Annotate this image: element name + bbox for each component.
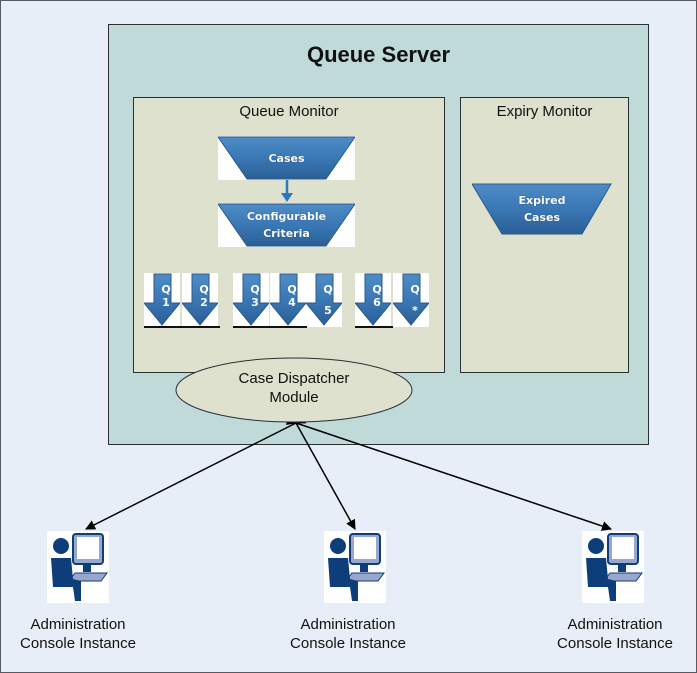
expired-cases-funnel: Expired Cases (472, 183, 612, 235)
dispatcher-label-line2: Module (269, 389, 319, 406)
queue-arrow-any: Q* (393, 273, 429, 327)
down-arrow-icon (270, 273, 306, 326)
console-label-line1: Administration (300, 616, 396, 633)
workstation-glyph (586, 533, 643, 601)
criteria-funnel: Configurable Criteria (218, 203, 355, 247)
queue-id: 2 (200, 296, 208, 309)
console-label-line2: Console Instance (290, 635, 406, 652)
down-arrow-icon (233, 273, 269, 326)
queue-baseline (355, 326, 393, 328)
queue-id: 3 (251, 296, 259, 309)
down-arrow-icon (144, 273, 180, 326)
dispatcher-label: Case Dispatcher Module (175, 369, 413, 407)
down-arrow-icon (182, 273, 218, 326)
queue-id: 5 (324, 304, 332, 317)
dispatcher-ellipse (175, 357, 413, 423)
console-label-line1: Administration (30, 616, 126, 633)
queue-letter: Q (199, 283, 209, 296)
console-label-line2: Console Instance (557, 635, 673, 652)
flow-arrow (281, 180, 293, 202)
queue-baseline (233, 326, 307, 328)
admin-workstation-icon (47, 531, 109, 603)
console-label: Administration Console Instance (8, 615, 148, 653)
connector-console-1 (85, 414, 307, 530)
console-label-line1: Administration (567, 616, 663, 633)
queue-letter: Q (161, 283, 171, 296)
admin-workstation-icon (324, 531, 386, 603)
queue-id: 1 (162, 296, 170, 309)
criteria-label: Configurable Criteria (218, 208, 355, 242)
cases-funnel: Cases (218, 136, 355, 180)
funnel-shape (218, 136, 355, 180)
expiry-monitor-title: Expiry Monitor (496, 103, 593, 120)
criteria-label-line1: Configurable (246, 210, 327, 223)
console-label-line2: Console Instance (20, 635, 136, 652)
console-label: Administration Console Instance (545, 615, 685, 653)
funnel-shape (218, 203, 355, 247)
cases-label: Cases (268, 152, 305, 165)
console-label: Administration Console Instance (278, 615, 418, 653)
case-dispatcher-module: Case Dispatcher Module (175, 357, 413, 423)
admin-workstation-icon (582, 531, 644, 603)
expired-label-line2: Cases (523, 211, 561, 224)
queue-baseline (144, 326, 220, 328)
down-arrow-icon (393, 273, 429, 326)
queue-letter: Q (372, 283, 382, 296)
down-arrow-icon (306, 273, 342, 326)
expired-label-line1: Expired (518, 194, 566, 207)
queue-id: 4 (288, 296, 296, 309)
queue-letter: Q (250, 283, 260, 296)
queue-monitor-title: Queue Monitor (239, 103, 339, 120)
queue-letter: Q (287, 283, 297, 296)
workstation-glyph (328, 533, 385, 601)
queue-id: * (412, 304, 418, 317)
queue-letter: Q (410, 283, 420, 296)
connector-console-3 (285, 415, 612, 531)
criteria-label-line2: Criteria (263, 227, 310, 240)
workstation-glyph (51, 533, 108, 601)
connector-console-2 (287, 412, 356, 530)
queue-letter: Q (323, 283, 333, 296)
queue-server-title: Queue Server (306, 42, 451, 67)
queue-id: 6 (373, 296, 381, 309)
dispatcher-label-line1: Case Dispatcher (238, 370, 350, 387)
funnel-shape (472, 183, 612, 235)
expired-cases-label: Expired Cases (472, 192, 612, 226)
queue-label: Q* (407, 283, 423, 317)
down-arrow-icon (355, 273, 391, 326)
expiry-monitor-box: Expiry Monitor (460, 97, 629, 373)
